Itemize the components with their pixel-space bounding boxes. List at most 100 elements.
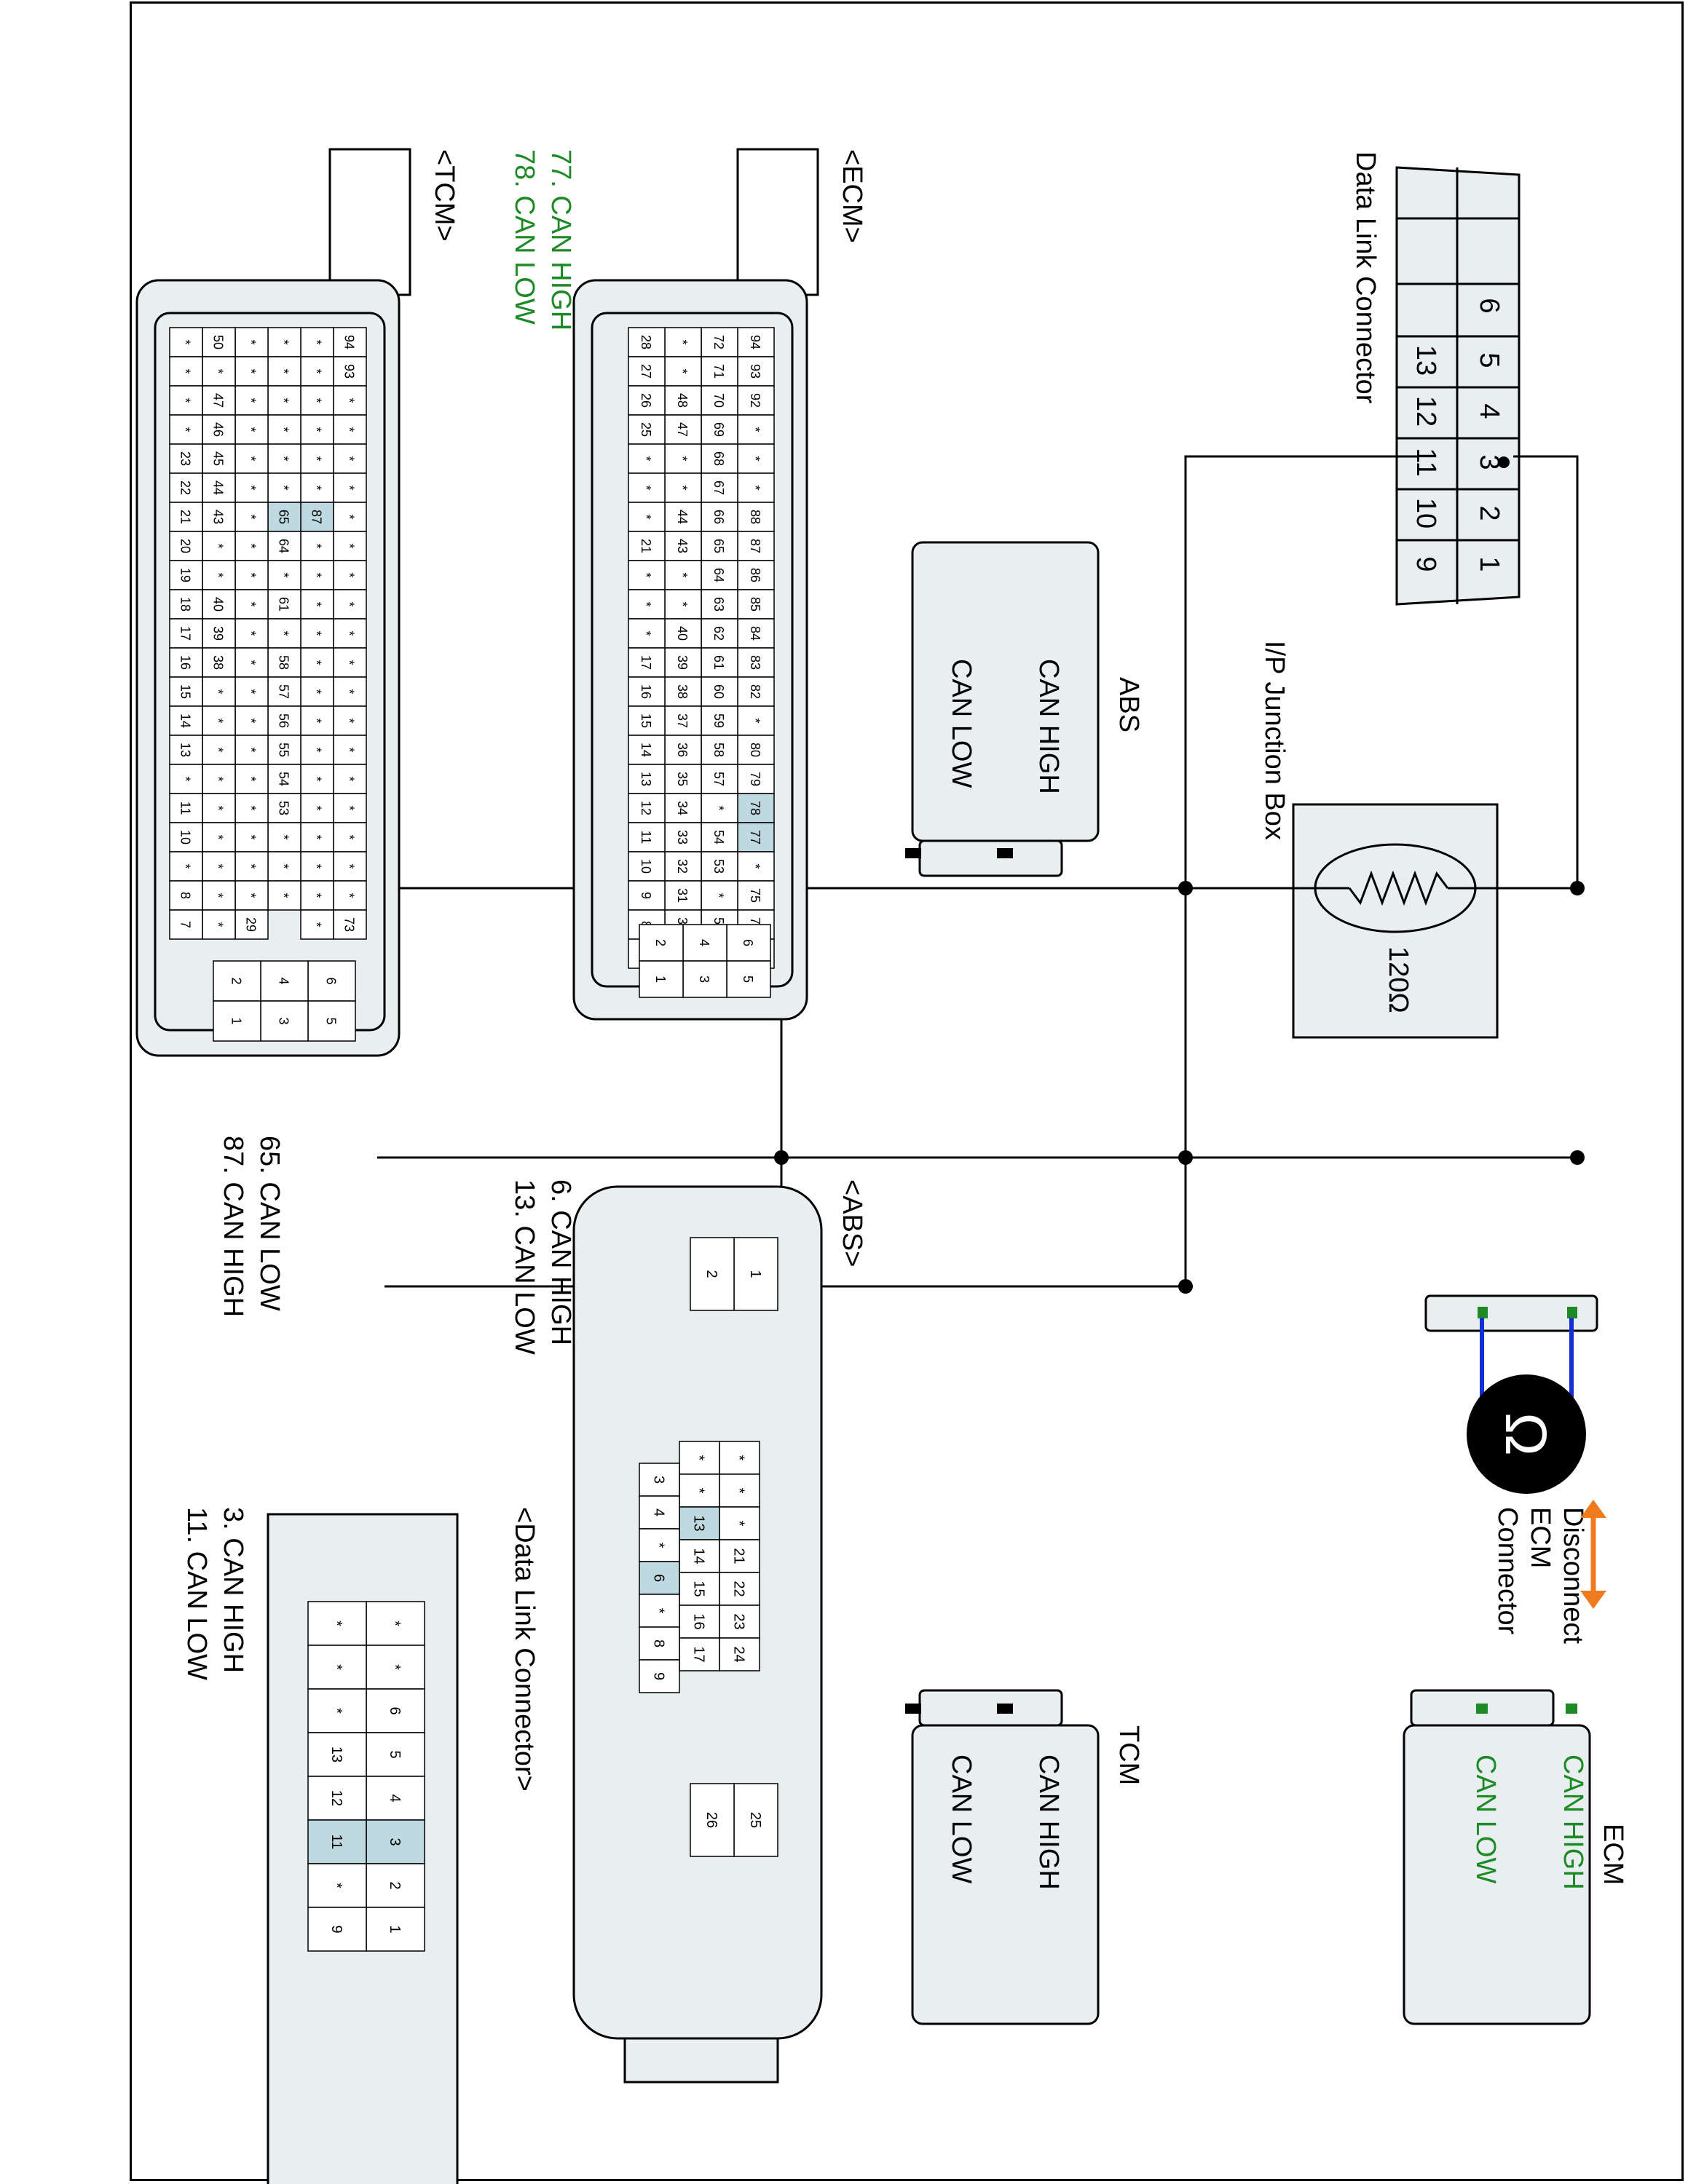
pin-label: * — [211, 572, 226, 577]
pin-label: 57 — [277, 684, 291, 699]
pin-cell — [213, 1000, 261, 1042]
pin-label: 1 — [229, 1017, 244, 1024]
pin-label: 71 — [711, 364, 726, 379]
pin-label: * — [309, 747, 324, 752]
pin-label: * — [309, 834, 324, 839]
pin-label: * — [244, 485, 259, 490]
disconnect-icon — [1467, 1374, 1586, 1494]
pin-label: * — [342, 689, 357, 694]
pin-label: * — [211, 805, 226, 810]
pin-label: 61 — [277, 597, 291, 612]
pin-label: 11 — [178, 802, 193, 815]
pin-label: 2 — [229, 977, 244, 984]
pin-label: 82 — [748, 684, 762, 699]
pin-label: 87 — [748, 539, 762, 553]
pin-label: 29 — [244, 917, 259, 932]
pin-label: 4 — [387, 1794, 403, 1802]
pin-label: * — [178, 339, 193, 344]
tcm-can-low: CAN LOW — [946, 1754, 977, 1883]
pin-label: * — [178, 776, 193, 781]
disconnect-line2: ECM — [1525, 1507, 1555, 1568]
pin-label: 54 — [711, 830, 726, 844]
pin-label: 85 — [748, 597, 762, 612]
pin-label: 24 — [731, 1646, 747, 1662]
pin-label: 34 — [675, 801, 690, 815]
pin-label: * — [731, 1521, 747, 1527]
pin-label: * — [309, 368, 324, 373]
pin-label: 22 — [731, 1580, 747, 1597]
pin-cell — [169, 909, 203, 940]
pin-label: * — [748, 863, 762, 869]
pin-label: 64 — [711, 568, 726, 582]
pin-label: 54 — [277, 772, 291, 786]
pin-label: 4 — [277, 977, 291, 984]
ecm-module: ECM CAN HIGH CAN LOW — [1403, 1689, 1628, 2025]
pin-label: * — [342, 834, 357, 839]
pin-label: * — [309, 776, 324, 781]
pin-label: 6 — [387, 1706, 403, 1714]
ecm-connector-view: <ECM> 77. CAN HIGH 78. CAN LOW 949392***… — [509, 148, 867, 1021]
pin-label: * — [211, 718, 226, 723]
pin-label: 25 — [639, 422, 653, 437]
dlc-pin: 1 — [1474, 556, 1504, 571]
pin-cell — [300, 909, 334, 940]
pin-label: * — [639, 630, 653, 636]
pin-label: 17 — [178, 626, 193, 641]
pin-label: 46 — [211, 422, 226, 437]
pin-label: 77 — [748, 830, 762, 844]
pin-label: 94 — [342, 335, 357, 349]
pin-label: 22 — [178, 480, 193, 495]
pin-label: 79 — [748, 772, 762, 786]
pin-label: 4 — [651, 1508, 667, 1516]
abs-can-high: CAN HIGH — [1033, 659, 1064, 794]
pin-label: * — [244, 863, 259, 869]
pin-label: 8 — [178, 892, 193, 899]
pin-label: * — [639, 514, 653, 519]
pin-label: 70 — [711, 393, 726, 408]
pin-label: 10 — [639, 859, 653, 874]
disconnect-line3: Connector — [1492, 1507, 1523, 1635]
pin-label: 33 — [675, 830, 690, 844]
pin-label: 38 — [675, 684, 690, 699]
tcm-title: TCM — [1113, 1725, 1144, 1785]
pin-label: 9 — [651, 1672, 667, 1680]
pin-label: * — [244, 776, 259, 781]
pin-label: * — [748, 427, 762, 432]
pin-label: 16 — [178, 655, 193, 670]
pin-label: 1 — [653, 976, 668, 983]
pin-label: 36 — [675, 743, 690, 757]
pin-label: 1 — [747, 1270, 763, 1278]
pin-label: 12 — [639, 801, 653, 815]
pin-label: * — [748, 718, 762, 723]
pin-label: 2 — [703, 1270, 719, 1278]
pin-label: 17 — [691, 1646, 707, 1662]
pin-label: * — [244, 339, 259, 344]
dlc-title: Data Link Connector — [1350, 151, 1381, 404]
pin-label: * — [675, 485, 690, 490]
pin-label: * — [342, 397, 357, 403]
pin-label: 15 — [178, 684, 193, 699]
pin-label: 13 — [178, 743, 193, 757]
abs-note-2: 13. CAN LOW — [509, 1179, 540, 1355]
pin-label: * — [651, 1608, 667, 1614]
pin-label: 56 — [277, 713, 291, 728]
tcm-connector-title: <TCM> — [429, 149, 460, 242]
pin-label: * — [277, 456, 291, 461]
pin-label: * — [211, 863, 226, 869]
dlc-note-2: 11. CAN LOW — [181, 1507, 212, 1680]
abs-connector-view: <ABS> 6. CAN HIGH 13. CAN LOW 12***21222… — [509, 1179, 867, 2084]
pin-label: 8 — [651, 1639, 667, 1647]
pin-label: 59 — [711, 713, 726, 728]
pin-label: 62 — [711, 626, 726, 641]
resistor-value: 120Ω — [1383, 946, 1413, 1013]
pin-label: 50 — [211, 335, 226, 349]
dlc-pin: 5 — [1474, 352, 1504, 368]
pin-label: * — [675, 368, 690, 373]
pin-label: * — [211, 776, 226, 781]
arrow-right-icon — [1580, 1591, 1606, 1609]
pin-label: 3 — [387, 1837, 403, 1845]
pin-label: * — [309, 339, 324, 344]
pin-label: * — [309, 427, 324, 432]
